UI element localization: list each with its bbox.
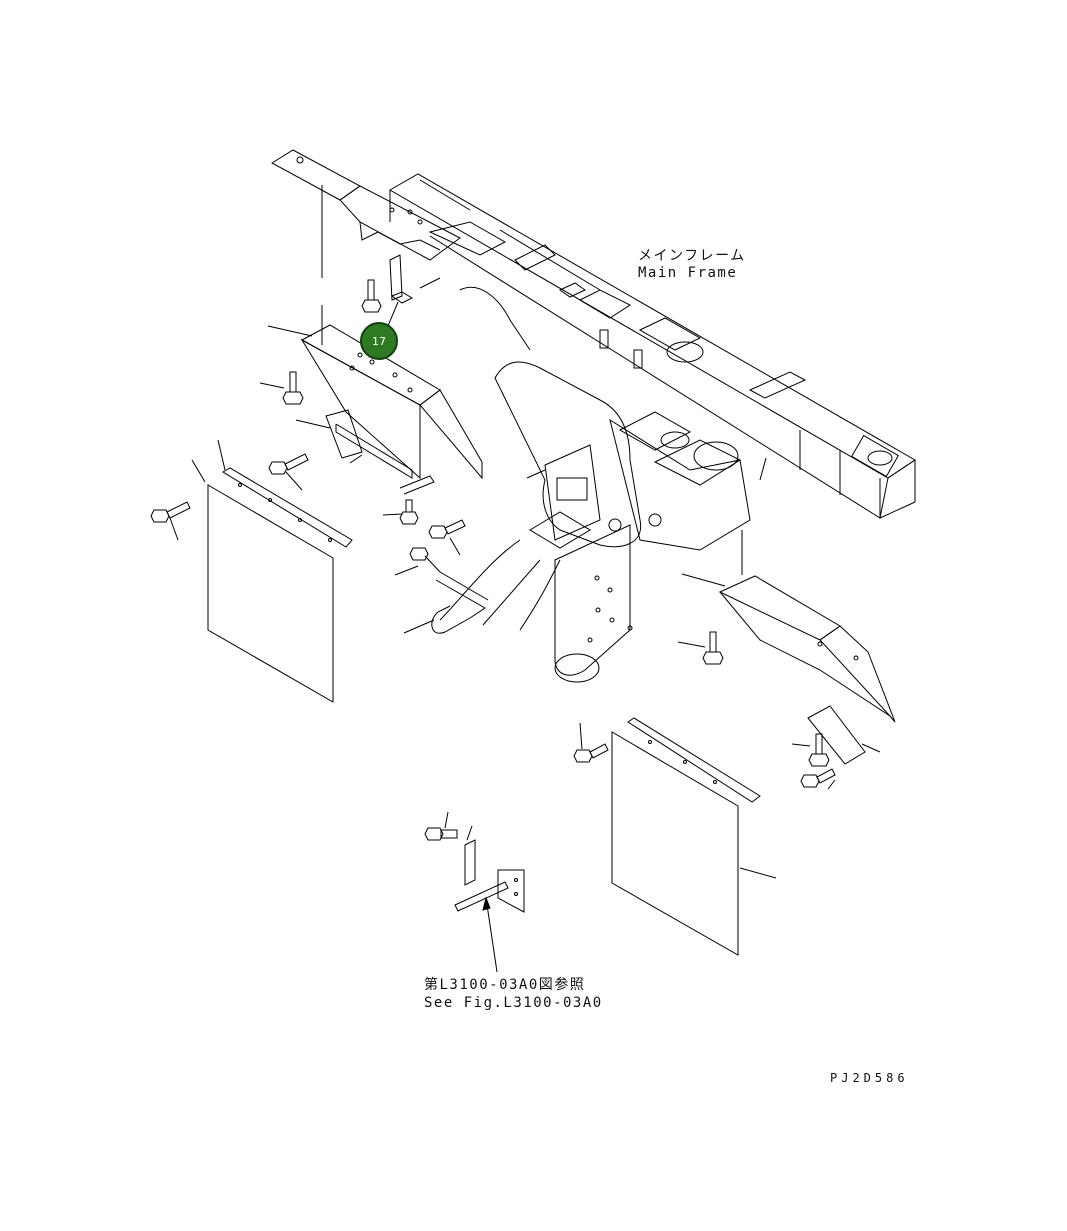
left-mud-flap (207, 467, 353, 703)
right-mud-flap (611, 717, 761, 956)
main-frame-label-jp: メインフレーム (638, 248, 746, 264)
bolt-icon (268, 453, 309, 475)
bolt-icon (399, 499, 419, 525)
leader-lines (169, 277, 881, 973)
drawing-id: PJ2D586 (830, 1071, 909, 1085)
main-frame-label-en: Main Frame (638, 265, 738, 281)
bolt-icon (282, 371, 304, 405)
front-bracket (271, 149, 507, 345)
left-fender (300, 324, 483, 495)
bolt-icon (702, 631, 724, 665)
bolt-icon (573, 743, 609, 763)
callout-17[interactable]: 17 (360, 322, 398, 360)
bolt-icon (409, 547, 441, 573)
bolt-icon (150, 501, 191, 523)
handle (431, 571, 489, 634)
main-frame (388, 173, 916, 519)
reference-label-jp: 第L3100-03A0図参照 (424, 977, 586, 993)
lower-bracket (454, 839, 525, 913)
bolt-icon (428, 519, 466, 539)
right-fender (718, 575, 896, 765)
callout-17-number: 17 (372, 334, 386, 348)
bolt-icon (808, 733, 830, 767)
center-pivot-structure (439, 286, 751, 683)
bolt-icon (800, 768, 836, 788)
bolt-icon (424, 827, 458, 841)
reference-label-en: See Fig.L3100-03A0 (424, 995, 603, 1011)
bolt-icon (361, 279, 382, 313)
